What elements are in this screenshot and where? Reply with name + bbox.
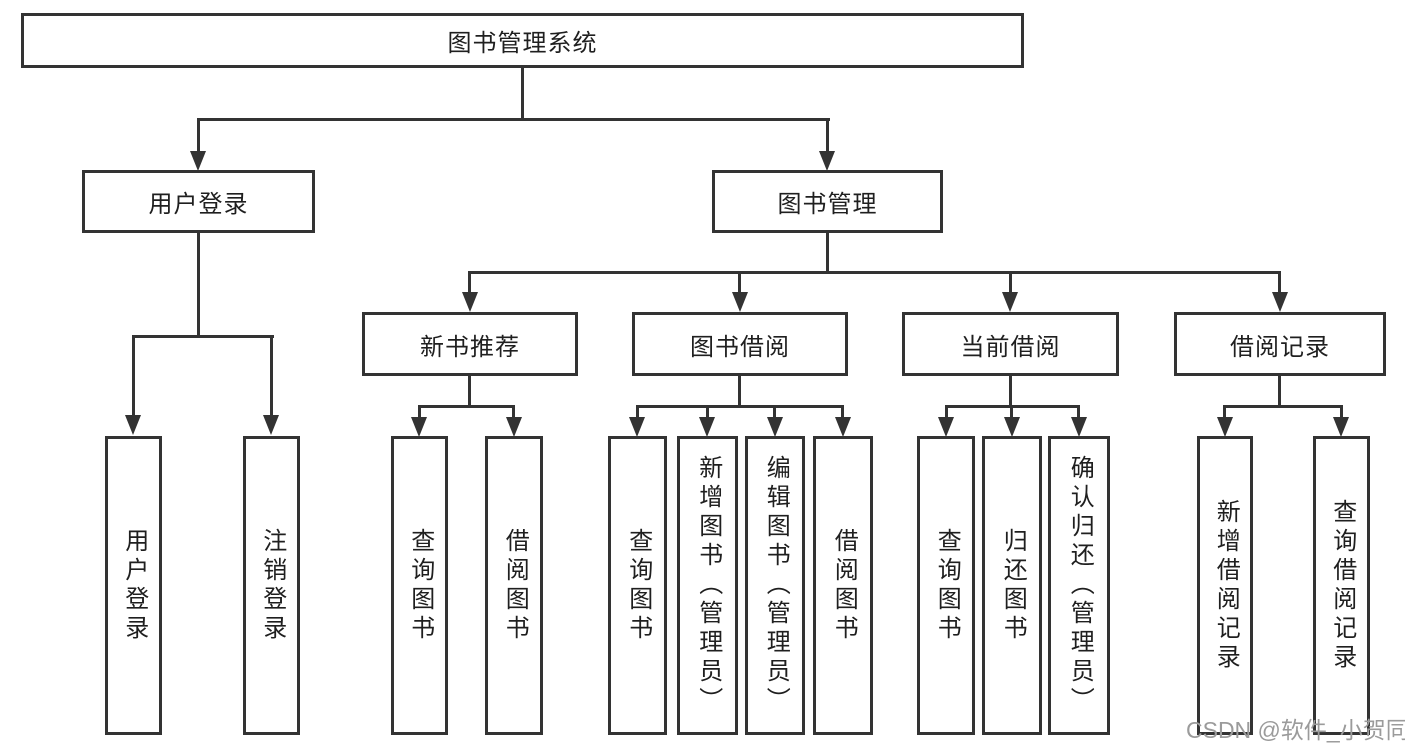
connector-drop <box>841 405 844 417</box>
node-user-login-label: 用户登录 <box>148 191 249 218</box>
arrowhead <box>1002 292 1018 312</box>
connector-drop <box>418 405 421 417</box>
node-new-book-recommend-label: 新书推荐 <box>420 333 520 361</box>
arrowhead <box>1333 417 1349 437</box>
leaf-borrow-edit-books-admin: 编辑图书（管理员） <box>745 436 805 735</box>
connector-drop <box>1223 405 1226 417</box>
connector-root-stem <box>521 68 524 118</box>
leaf-current-return-books-label: 归还图书 <box>999 527 1027 644</box>
connector-drop <box>1077 405 1080 417</box>
connector-drop <box>1340 405 1343 417</box>
connector-user-login-rail <box>132 335 274 338</box>
arrowhead <box>938 417 954 437</box>
arrowhead <box>506 417 522 437</box>
connector-drop <box>706 405 709 417</box>
connector-book-borrow-stem <box>738 376 741 405</box>
connector-book-management-rail <box>469 271 1281 274</box>
connector-book-borrow-rail <box>637 405 843 408</box>
arrowhead <box>767 417 783 437</box>
connector-drop-book-borrow <box>738 271 741 292</box>
leaf-current-query-books-label: 查询图书 <box>933 527 961 644</box>
leaf-borrow-query-books: 查询图书 <box>608 436 667 735</box>
connector-new-book-rail <box>419 405 515 408</box>
node-book-borrow-label: 图书借阅 <box>690 333 790 361</box>
node-current-borrow-label: 当前借阅 <box>960 333 1061 361</box>
connector-borrow-records-stem <box>1278 376 1281 405</box>
arrowhead <box>835 417 851 437</box>
leaf-records-query-record: 查询借阅记录 <box>1313 436 1370 735</box>
leaf-borrow-add-books-admin: 新增图书（管理员） <box>677 436 738 735</box>
connector-drop-borrow-records <box>1278 271 1281 292</box>
leaf-records-add-record: 新增借阅记录 <box>1197 436 1253 735</box>
arrowhead <box>190 151 206 171</box>
node-root: 图书管理系统 <box>21 13 1024 68</box>
arrowhead <box>462 292 478 312</box>
node-borrow-records-label: 借阅记录 <box>1230 333 1330 361</box>
leaf-borrow-add-books-admin-label: 新增图书（管理员） <box>694 455 722 716</box>
connector-drop-user-login <box>197 118 200 151</box>
leaf-logout: 注销登录 <box>243 436 300 735</box>
node-root-label: 图书管理系统 <box>447 30 598 57</box>
leaf-user-login-label: 用户登录 <box>120 527 148 644</box>
arrowhead <box>411 417 427 437</box>
arrowhead <box>1071 417 1087 437</box>
leaf-current-query-books: 查询图书 <box>917 436 975 735</box>
connector-drop <box>512 405 515 417</box>
connector-current-borrow-stem <box>1009 376 1012 405</box>
connector-drop-new-book <box>468 271 471 292</box>
connector-drop <box>636 405 639 417</box>
connector-user-login-stem <box>197 233 200 335</box>
arrowhead <box>629 417 645 437</box>
connector-drop-leaf-logout <box>270 335 273 415</box>
arrowhead <box>1217 417 1233 437</box>
leaf-records-add-record-label: 新增借阅记录 <box>1212 498 1240 673</box>
arrowhead <box>819 151 835 171</box>
leaf-user-login: 用户登录 <box>105 436 162 735</box>
leaf-borrow-borrow-books: 借阅图书 <box>813 436 873 735</box>
connector-drop <box>945 405 948 417</box>
watermark: CSDN @软件_小贺同学 <box>1186 717 1405 743</box>
connector-drop-leaf-user-login <box>132 335 135 415</box>
leaf-records-query-record-label: 查询借阅记录 <box>1328 498 1356 673</box>
leaf-newbook-borrow-books: 借阅图书 <box>485 436 543 735</box>
connector-drop-current-borrow <box>1009 271 1012 292</box>
arrowhead <box>699 417 715 437</box>
node-current-borrow: 当前借阅 <box>902 312 1119 376</box>
node-book-borrow: 图书借阅 <box>632 312 848 376</box>
connector-new-book-stem <box>468 376 471 405</box>
node-borrow-records: 借阅记录 <box>1174 312 1386 376</box>
node-new-book-recommend: 新书推荐 <box>362 312 578 376</box>
connector-drop <box>1010 405 1013 417</box>
leaf-newbook-query-books: 查询图书 <box>391 436 448 735</box>
leaf-current-confirm-return-admin: 确认归还（管理员） <box>1048 436 1110 735</box>
leaf-newbook-query-books-label: 查询图书 <box>406 527 434 644</box>
leaf-borrow-query-books-label: 查询图书 <box>624 527 652 644</box>
arrowhead <box>1004 417 1020 437</box>
node-user-login: 用户登录 <box>82 170 315 233</box>
leaf-borrow-borrow-books-label: 借阅图书 <box>830 527 858 644</box>
connector-book-management-stem <box>826 233 829 272</box>
leaf-logout-label: 注销登录 <box>258 527 286 644</box>
connector-drop <box>773 405 776 417</box>
arrowhead <box>1272 292 1288 312</box>
connector-borrow-records-rail <box>1225 405 1342 408</box>
arrowhead <box>263 415 279 435</box>
connector-root-rail <box>197 118 830 121</box>
arrowhead <box>732 292 748 312</box>
leaf-borrow-edit-books-admin-label: 编辑图书（管理员） <box>762 455 790 716</box>
leaf-current-confirm-return-admin-label: 确认归还（管理员） <box>1066 455 1094 716</box>
node-book-management-label: 图书管理 <box>777 191 878 218</box>
arrowhead <box>125 415 141 435</box>
connector-drop-book-management <box>826 118 829 151</box>
node-book-management: 图书管理 <box>712 170 943 233</box>
leaf-current-return-books: 归还图书 <box>982 436 1042 735</box>
leaf-newbook-borrow-books-label: 借阅图书 <box>501 527 529 644</box>
